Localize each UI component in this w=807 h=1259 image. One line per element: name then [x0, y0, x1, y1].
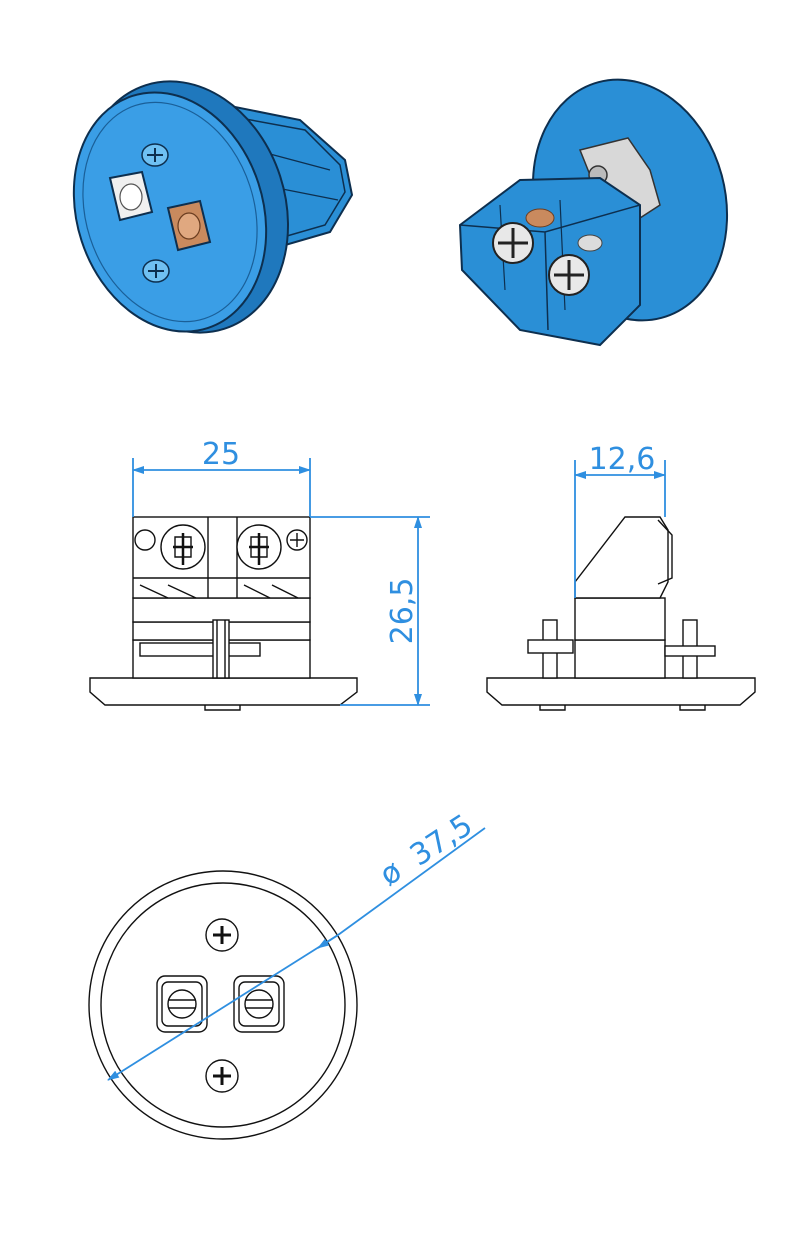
flange-outer-circle: [88, 870, 358, 1140]
contact-nickel-icon: [108, 170, 154, 222]
elevation-screw-left-icon: [160, 524, 206, 570]
face-screw-upper-icon: [205, 918, 239, 952]
terminal-screw-right-icon: [548, 254, 590, 296]
dimension-diameter: [107, 827, 486, 1081]
dimension-depth-label: 12,6: [589, 442, 656, 477]
face-contact-left-icon: [156, 975, 208, 1033]
dimension-height: [310, 516, 430, 706]
dimension-height-label: 26,5: [385, 578, 420, 645]
face-screw-top-icon: [141, 143, 169, 167]
dimension-diameter-label: ø 37,5: [374, 808, 479, 893]
face-contact-right-icon: [233, 975, 285, 1033]
diameter-value: 37,5: [404, 808, 479, 874]
terminal-screw-left-icon: [492, 222, 534, 264]
elevation-screw-right-icon: [236, 524, 282, 570]
side-flange-profile: [486, 677, 756, 706]
iso-view-rear: [458, 78, 729, 347]
iso-view-front: [72, 80, 354, 334]
terminal-block: [458, 176, 641, 347]
contact-copper-icon: [166, 199, 212, 252]
face-screw-lower-icon: [205, 1059, 239, 1093]
face-view: [88, 870, 358, 1140]
face-screw-bottom-icon: [142, 259, 170, 283]
dimension-width: [132, 458, 311, 517]
dimension-depth: [574, 460, 666, 598]
flange-profile: [89, 677, 358, 706]
front-elevation-view: [89, 516, 358, 711]
terminal-block-outline: [132, 516, 311, 599]
side-elevation-view: [486, 516, 756, 711]
side-terminal-profile: [574, 516, 669, 599]
dimension-width-label: 25: [202, 437, 240, 472]
flange-inner-circle: [100, 882, 346, 1128]
